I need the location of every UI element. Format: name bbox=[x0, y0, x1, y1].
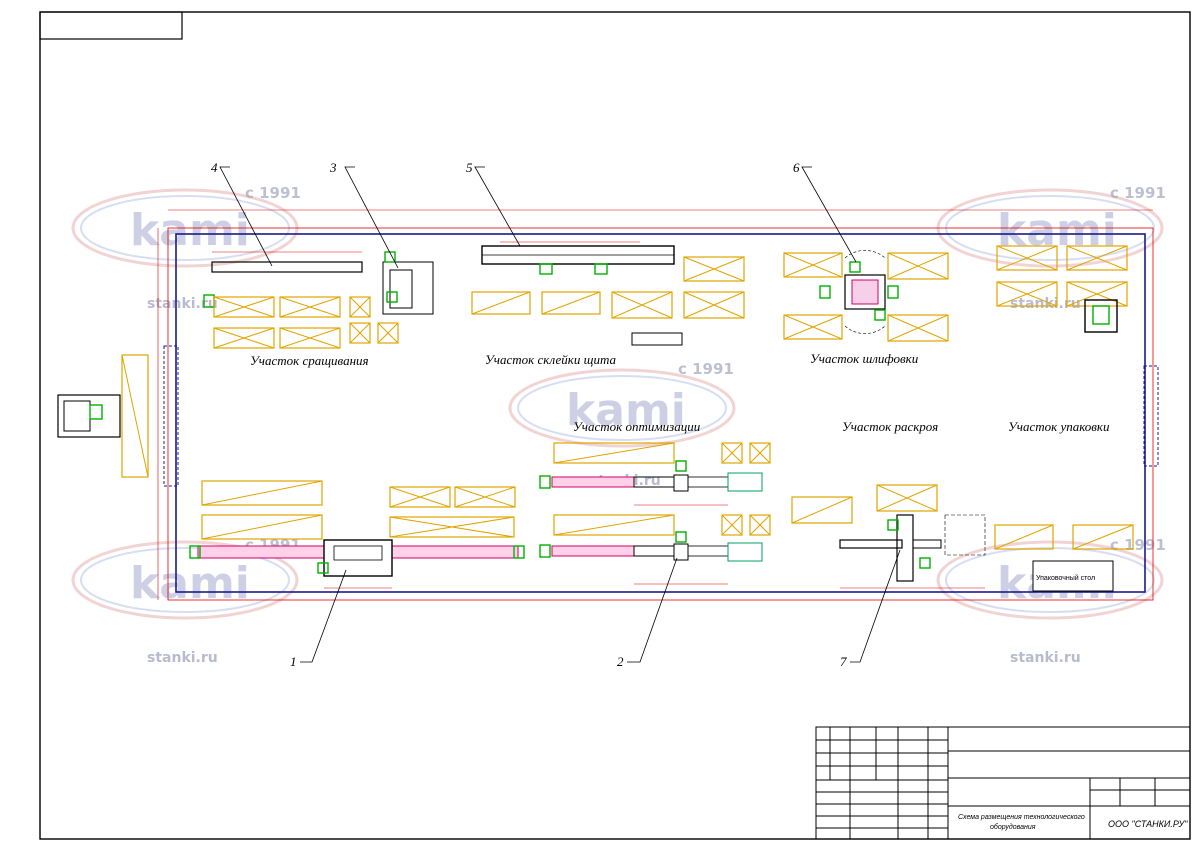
gluing-area: Участок склейки щита bbox=[471, 241, 745, 367]
conveyor-infeed bbox=[197, 545, 325, 559]
forklift-icon bbox=[57, 354, 149, 478]
callout-5: 5 bbox=[466, 160, 473, 175]
optimizer-infeed-1 bbox=[551, 476, 635, 488]
gate-left bbox=[163, 345, 179, 487]
packing-storage-area: Участок упаковки bbox=[996, 245, 1128, 434]
splicing-conveyor bbox=[211, 261, 363, 273]
sanding-machine bbox=[844, 274, 886, 310]
optimizer-infeed-2 bbox=[551, 545, 635, 557]
watermark-site: stanki.ru bbox=[1010, 650, 1081, 666]
watermark-center: kami с 1991 stanki.ru bbox=[508, 360, 736, 489]
watermark-bottom-left: kami с 1991 stanki.ru bbox=[71, 536, 301, 666]
watermark-site: stanki.ru bbox=[147, 296, 218, 312]
panel-saw-table bbox=[839, 539, 903, 549]
title-block bbox=[815, 726, 1191, 840]
callouts bbox=[219, 166, 901, 663]
title-block-description-2: оборудования bbox=[990, 823, 1036, 831]
section-label-grinding: Участок шлифовки bbox=[810, 351, 919, 366]
optimizer-saw-2 bbox=[673, 543, 689, 561]
optimizer-saw-1 bbox=[673, 474, 689, 492]
grinding-area: Участок шлифовки bbox=[783, 250, 949, 366]
title-block-description-1: Схема размещения технологического bbox=[958, 814, 1085, 821]
cutting-area bbox=[791, 484, 986, 589]
callout-6: 6 bbox=[793, 160, 800, 175]
splicing-line-area bbox=[189, 480, 525, 589]
callout-4: 4 bbox=[211, 160, 218, 175]
watermark-site: stanki.ru bbox=[147, 650, 218, 666]
watermark-year: с 1991 bbox=[678, 360, 734, 378]
callout-7: 7 bbox=[840, 654, 847, 669]
building bbox=[157, 209, 1159, 601]
forklift-icon bbox=[1084, 299, 1118, 333]
packing-table-label: Упаковочный стол bbox=[1036, 574, 1095, 582]
conveyor-outfeed bbox=[391, 545, 519, 559]
callout-1: 1 bbox=[290, 654, 297, 669]
watermark-bottom-right: kami с 1991 stanki.ru bbox=[936, 536, 1166, 666]
callout-2: 2 bbox=[617, 654, 624, 669]
section-label-gluing: Участок склейки щита bbox=[485, 352, 617, 367]
section-label-splicing: Участок сращивания bbox=[250, 353, 369, 368]
section-label-optimization: Участок оптимизации bbox=[573, 419, 701, 434]
finger-jointer-machine bbox=[323, 539, 393, 577]
packing-area: Упаковочный стол bbox=[994, 524, 1134, 592]
building-wall bbox=[175, 233, 1146, 593]
corner-stamp bbox=[39, 11, 183, 40]
sheet-frame bbox=[39, 11, 1191, 840]
watermark-brand: kami bbox=[566, 385, 686, 436]
gluing-cart bbox=[631, 332, 683, 346]
watermark-brand: kami bbox=[130, 558, 250, 609]
section-label-cutting: Участок раскроя bbox=[842, 419, 938, 434]
watermark-year: с 1991 bbox=[1110, 536, 1166, 554]
watermark-year: с 1991 bbox=[245, 184, 301, 202]
watermark-group: kami с 1991 stanki.ru kami с 1991 stanki… bbox=[71, 184, 1166, 666]
gate-right bbox=[1143, 365, 1159, 467]
watermark-year: с 1991 bbox=[1110, 184, 1166, 202]
splicing-area: Участок сращивания bbox=[203, 251, 434, 368]
watermark-brand: kami bbox=[130, 205, 250, 256]
section-label-packing: Участок упаковки bbox=[1008, 419, 1110, 434]
packing-table bbox=[1032, 560, 1114, 592]
optimization-area bbox=[539, 442, 771, 585]
building-dimension-outline bbox=[167, 227, 1154, 601]
watermark-top-left: kami с 1991 stanki.ru bbox=[71, 184, 301, 312]
watermark-site: stanki.ru bbox=[1010, 296, 1081, 312]
callout-3: 3 bbox=[329, 160, 337, 175]
splicing-press bbox=[382, 261, 434, 315]
title-block-company: ООО "СТАНКИ.РУ" bbox=[1108, 819, 1188, 829]
